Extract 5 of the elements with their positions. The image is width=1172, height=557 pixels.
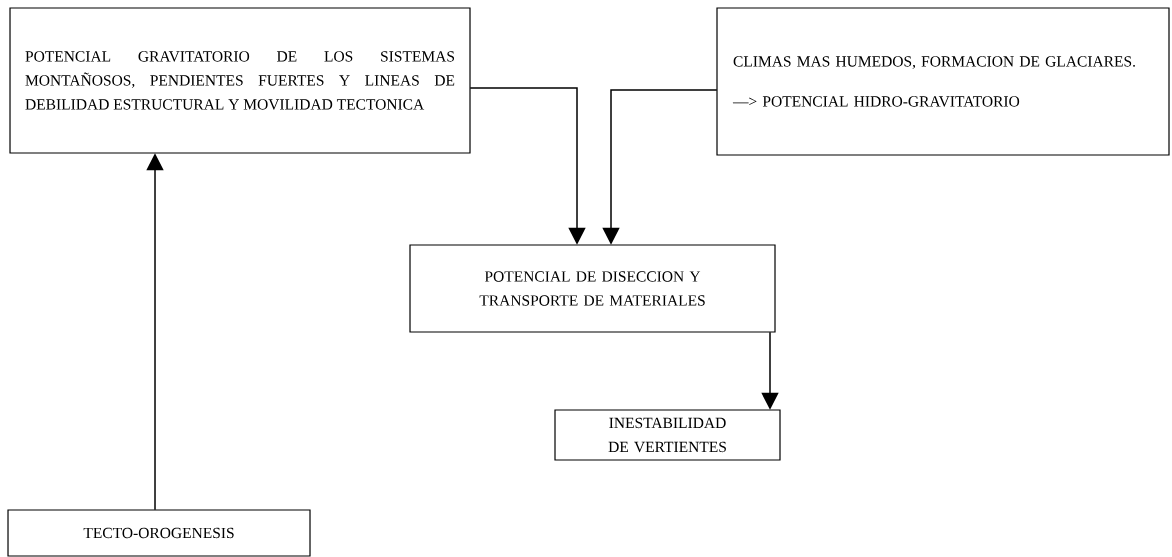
process-box: CLIMAS MAS HUMEDOS, FORMACION DE GLACIARES. —> POTENCIAL HIDRO-GRAVITATORIO [716, 7, 1170, 156]
process-box: POTENCIAL DE DISECCION Y TRANSPORTE DE MATERIALES [409, 244, 776, 333]
process-box: TECTO-OROGENESIS [7, 509, 311, 557]
process-box: POTENCIAL GRAVITATORIO DE LOS SISTEMAS MONTAÑOSOS, PENDIENTES FUERTES Y LINEAS DE DEBILIDAD ESTRUCTURAL Y MOVILIDAD TECTONICA [9, 7, 471, 154]
process-box: INESTABILIDAD DE VERTIENTES [554, 409, 781, 461]
